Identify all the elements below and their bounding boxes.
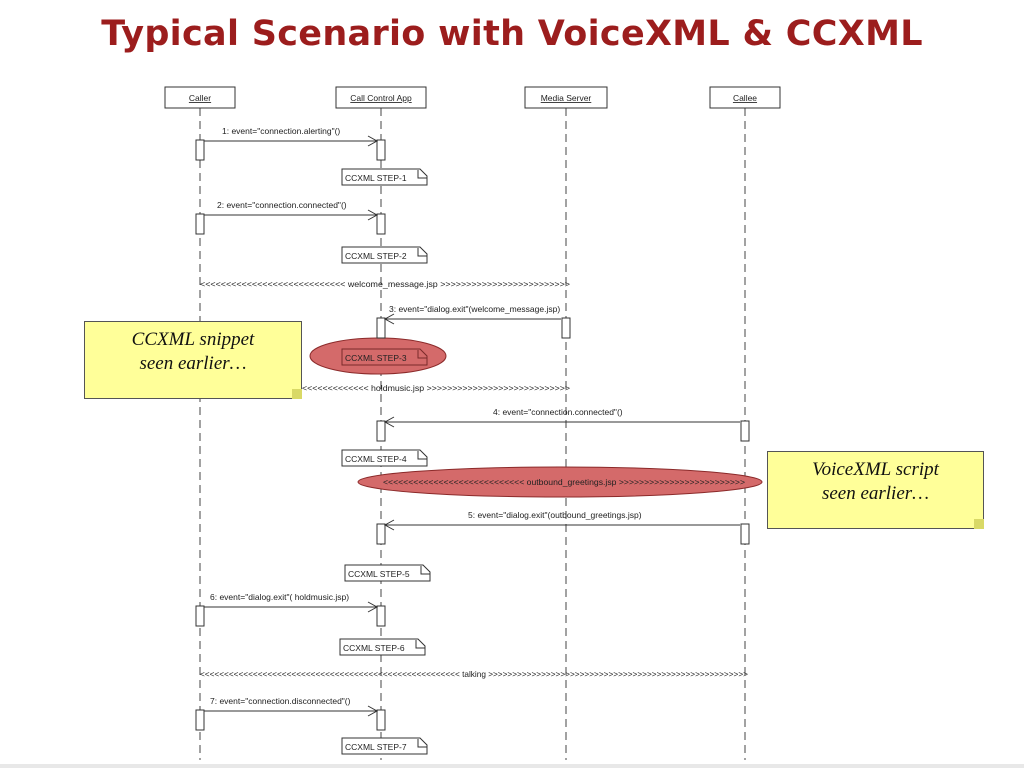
step-label-4: CCXML STEP-4 xyxy=(345,454,407,464)
step-label-5: CCXML STEP-5 xyxy=(348,569,410,579)
bottom-band xyxy=(0,764,1024,768)
message-4: 4: event="connection.connected"() xyxy=(383,407,740,428)
step-note-3: CCXML STEP-3 xyxy=(341,348,428,366)
folded-corner-icon xyxy=(292,389,302,399)
step-note-2: CCXML STEP-2 xyxy=(341,246,428,264)
message-label-7: 7: event="connection.disconnected"() xyxy=(210,696,351,706)
message-label-1: 1: event="connection.alerting"() xyxy=(222,126,340,136)
actor-label-media: Media Server xyxy=(541,93,592,103)
callout-voicexml-line-2: seen earlier… xyxy=(821,483,930,504)
actor-callee: Callee xyxy=(709,86,781,109)
slide-title: Typical Scenario with VoiceXML & CCXML xyxy=(101,14,923,54)
message-1: 1: event="connection.alerting"() xyxy=(204,126,379,147)
step-label-2: CCXML STEP-2 xyxy=(345,251,407,261)
activations xyxy=(195,139,750,731)
message-7: 7: event="connection.disconnected"() xyxy=(204,696,379,717)
stream-welcome-message: <<<<<<<<<<<<<<<<<<<<<<<<<<<< welcome_mes… xyxy=(200,279,570,289)
actor-label-caller: Caller xyxy=(189,93,211,103)
message-6: 6: event="dialog.exit"( holdmusic.jsp) xyxy=(204,592,379,613)
message-3: 3: event="dialog.exit"(welcome_message.j… xyxy=(383,304,561,325)
highlight-outbound-greetings xyxy=(357,466,763,498)
message-5: 5: event="dialog.exit"(outbound_greeting… xyxy=(383,510,740,531)
message-label-6: 6: event="dialog.exit"( holdmusic.jsp) xyxy=(210,592,349,602)
callout-ccxml-line-1: CCXML snippet xyxy=(131,329,255,350)
step-label-3: CCXML STEP-3 xyxy=(345,353,407,363)
step-note-1: CCXML STEP-1 xyxy=(341,168,428,186)
actor-label-callee: Callee xyxy=(733,93,757,103)
actor-app: Call Control App xyxy=(335,86,427,109)
message-label-2: 2: event="connection.connected"() xyxy=(217,200,347,210)
callout-voicexml-script: VoiceXML script seen earlier… xyxy=(767,451,984,529)
message-label-4: 4: event="connection.connected"() xyxy=(493,407,623,417)
stream-holdmusic: <<<<<<<<<<<<< holdmusic.jsp >>>>>>>>>>>>… xyxy=(302,383,570,393)
step-label-1: CCXML STEP-1 xyxy=(345,173,407,183)
actor-caller: Caller xyxy=(164,86,236,109)
message-2: 2: event="connection.connected"() xyxy=(204,200,379,221)
actor-media: Media Server xyxy=(524,86,608,109)
message-label-5: 5: event="dialog.exit"(outbound_greeting… xyxy=(468,510,642,520)
message-label-3: 3: event="dialog.exit"(welcome_message.j… xyxy=(389,304,560,314)
step-note-4: CCXML STEP-4 xyxy=(341,449,428,467)
step-note-5: CCXML STEP-5 xyxy=(344,564,431,582)
callout-ccxml-line-2: seen earlier… xyxy=(139,353,247,374)
step-note-7: CCXML STEP-7 xyxy=(341,737,428,755)
step-label-7: CCXML STEP-7 xyxy=(345,742,407,752)
actor-label-app: Call Control App xyxy=(350,93,412,103)
step-note-6: CCXML STEP-6 xyxy=(339,638,426,656)
callout-voicexml-line-1: VoiceXML script xyxy=(812,459,939,480)
stream-outbound-greetings: <<<<<<<<<<<<<<<<<<<<<<<<<<<< outbound_gr… xyxy=(383,477,745,487)
folded-corner-icon xyxy=(974,519,984,529)
step-label-6: CCXML STEP-6 xyxy=(343,643,405,653)
callout-ccxml-snippet: CCXML snippet seen earlier… xyxy=(84,321,302,399)
stream-talking: <<<<<<<<<<<<<<<<<<<<<<<<<<<<<<<<<<<<<<<<… xyxy=(200,669,748,679)
